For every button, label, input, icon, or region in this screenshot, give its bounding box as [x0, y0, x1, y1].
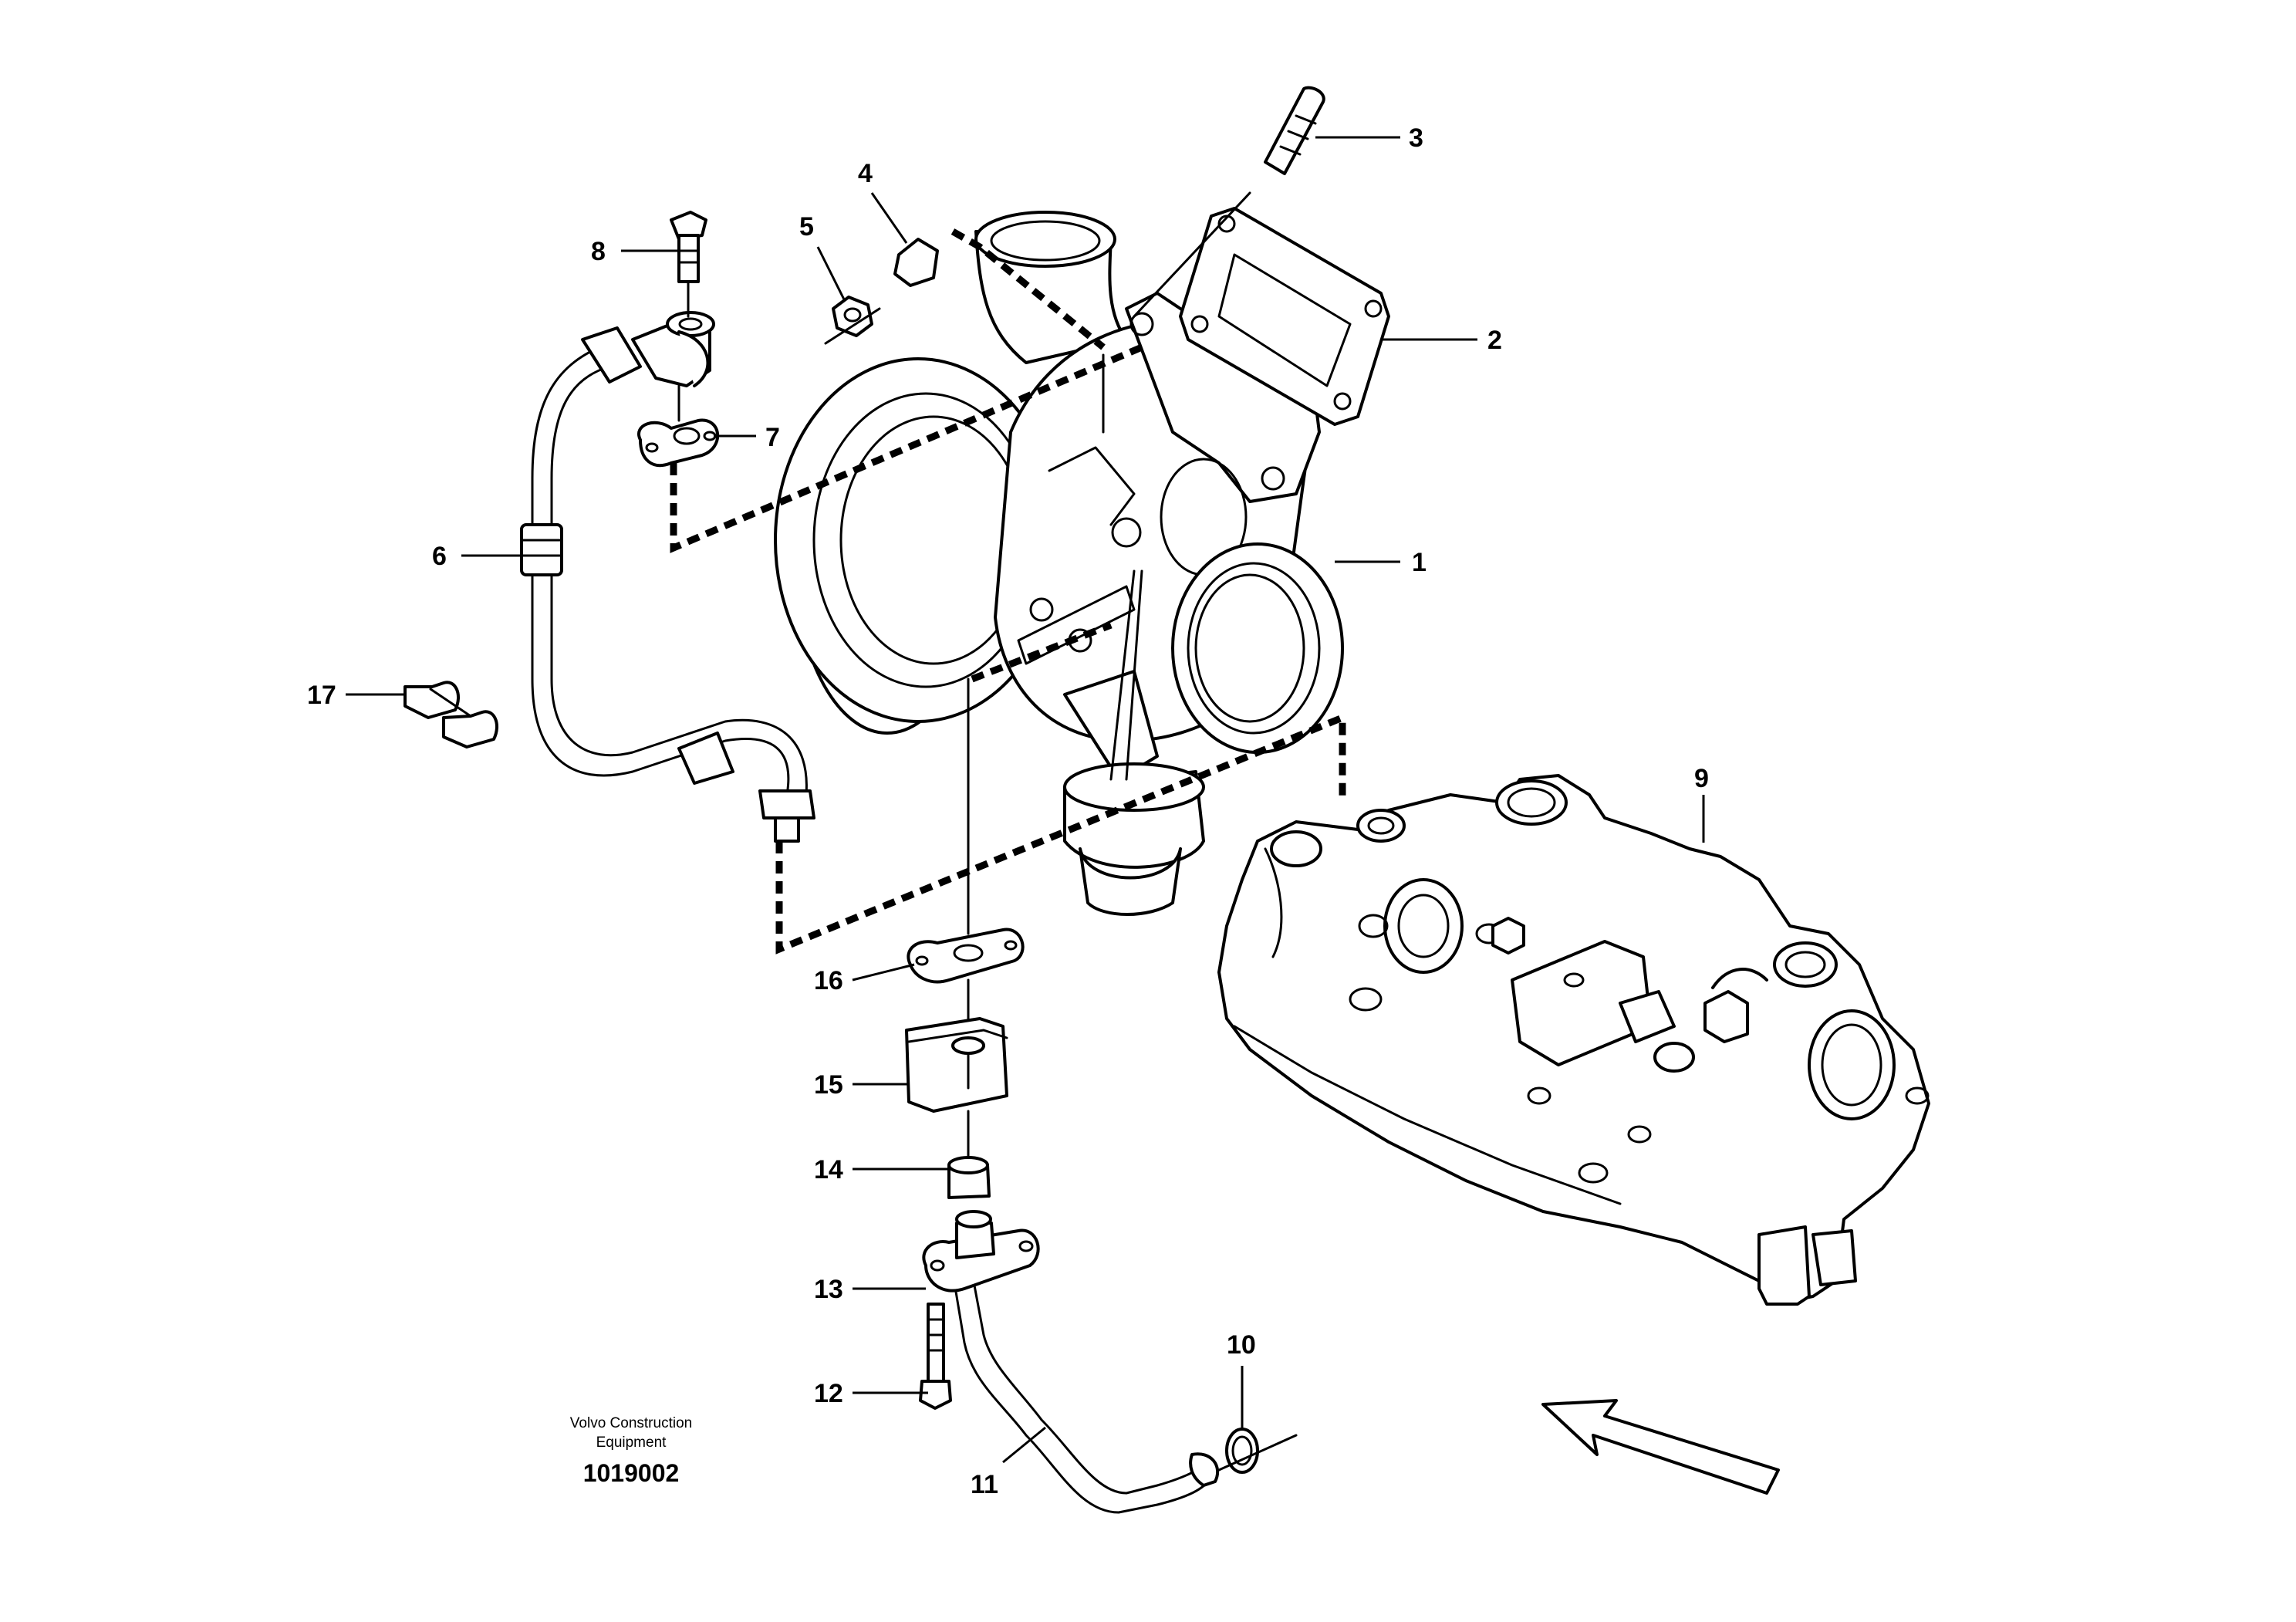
- callout-14: 14: [814, 1155, 843, 1184]
- oil-return-pipe: [951, 1272, 1220, 1514]
- spacer: [893, 238, 939, 287]
- callout-9: 9: [1694, 764, 1709, 793]
- gasket-oil-inlet: [637, 384, 720, 468]
- callout-12: 12: [814, 1379, 843, 1408]
- callout-3: 3: [1409, 123, 1423, 153]
- oil-feed-pipe: [520, 326, 815, 843]
- callout-7: 7: [765, 423, 780, 452]
- callout-16: 16: [814, 966, 843, 995]
- oil-return-flange: [922, 1210, 1040, 1293]
- callout-11: 11: [971, 1470, 998, 1499]
- assembly-lines: [670, 228, 1346, 1159]
- pipe-clip: [403, 681, 498, 748]
- image-credit: Volvo Construction Equipment 1019002: [570, 1415, 692, 1487]
- credit-line-2: Equipment: [596, 1434, 667, 1451]
- o-ring: [1217, 1428, 1298, 1474]
- callout-17: 17: [307, 681, 336, 710]
- gasket-turbo-flange: [1179, 207, 1390, 426]
- banjo-fitting: [631, 311, 715, 387]
- callout-leaders: [346, 136, 1705, 1464]
- bolt-banjo: [670, 211, 707, 318]
- callout-5: 5: [799, 212, 814, 242]
- callout-4: 4: [858, 159, 873, 188]
- callout-10: 10: [1227, 1330, 1256, 1360]
- credit-line-1: Volvo Construction: [570, 1415, 692, 1431]
- bolt-flange: [919, 1303, 952, 1410]
- exhaust-manifold: [1217, 774, 1930, 1306]
- sleeve: [947, 1156, 991, 1199]
- reference-number: 1019002: [583, 1459, 680, 1487]
- callout-8: 8: [591, 237, 606, 266]
- callout-labels: 1 2 3 4 5 6 7 8 9 10 11 12 13 14 15 16 1…: [307, 123, 1709, 1499]
- callout-1: 1: [1412, 548, 1427, 577]
- gasket-oil-outlet: [907, 928, 1025, 984]
- callout-6: 6: [432, 542, 447, 571]
- callout-13: 13: [814, 1275, 843, 1304]
- callout-2: 2: [1487, 326, 1502, 355]
- nut: [824, 296, 881, 345]
- turbocharger: [774, 211, 1344, 916]
- callout-15: 15: [814, 1070, 843, 1100]
- direction-arrow: [1541, 1399, 1780, 1495]
- heat-shield: [905, 1017, 1008, 1113]
- stud: [1133, 86, 1325, 318]
